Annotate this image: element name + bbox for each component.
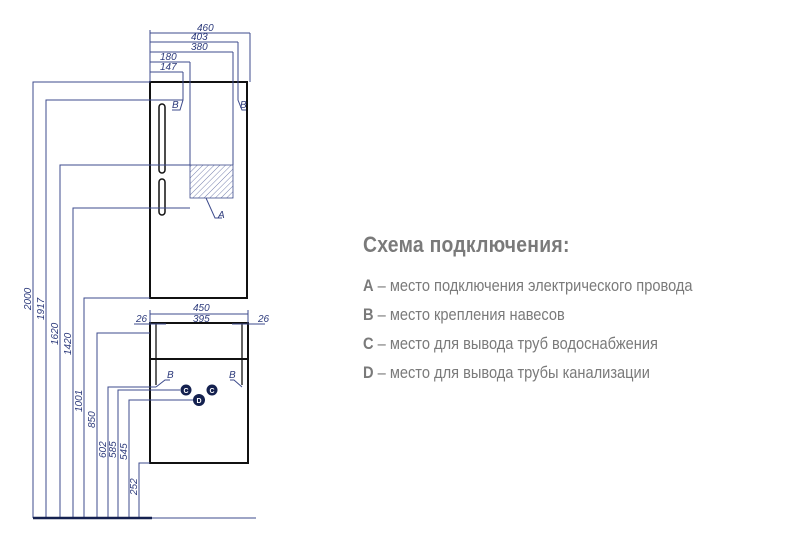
legend-key: A xyxy=(363,276,374,295)
marker-b-label: B xyxy=(229,370,236,381)
legend-text: – место подключения электрического прово… xyxy=(373,276,693,295)
legend-key: C xyxy=(363,334,374,353)
marker-b-label: B xyxy=(240,100,247,111)
dim-1001: 1001 xyxy=(74,390,85,412)
marker-c-label: C xyxy=(183,388,188,395)
dim-602: 602 xyxy=(98,441,109,458)
dim-395: 395 xyxy=(193,314,210,325)
handle-slot xyxy=(158,178,166,216)
electrical-zone-a xyxy=(189,164,234,199)
dim-147: 147 xyxy=(160,62,177,73)
legend-item-d: D – место для вывода трубы канализации xyxy=(363,363,693,392)
dim-252: 252 xyxy=(129,478,140,496)
water-outlet-c xyxy=(180,384,192,396)
lower-cabinet xyxy=(149,322,249,464)
handle-slot xyxy=(158,103,166,174)
legend-text: – место крепления навесов xyxy=(373,305,565,324)
legend-item-a: A – место подключения электрического про… xyxy=(363,276,693,305)
dim-403: 403 xyxy=(191,32,208,43)
water-outlet-c xyxy=(206,384,218,396)
upper-width-dimensions: 460 403 380 180 147 xyxy=(149,23,251,165)
dim-26-left: 26 xyxy=(135,314,148,325)
dim-1917: 1917 xyxy=(36,297,47,320)
dim-2000: 2000 xyxy=(23,287,34,311)
dim-1420: 1420 xyxy=(63,332,74,355)
marker-c-label: C xyxy=(209,388,214,395)
legend-text: – место для вывода труб водоснабжения xyxy=(373,334,658,353)
dim-26-right: 26 xyxy=(257,314,270,325)
marker-a-label: A xyxy=(217,210,225,221)
legend-key: B xyxy=(363,305,374,324)
marker-d-label: D xyxy=(196,398,201,405)
dim-180: 180 xyxy=(160,52,177,63)
height-dimensions: 2000 1917 1620 1420 1001 850 602 585 545… xyxy=(23,81,256,520)
legend-title: Схема подключения: xyxy=(363,232,570,257)
connection-legend: Схема подключения: A – место подключения… xyxy=(363,232,746,392)
dim-850: 850 xyxy=(87,411,98,428)
leader-a xyxy=(205,197,222,219)
dim-450: 450 xyxy=(193,303,210,314)
dim-1620: 1620 xyxy=(50,322,61,345)
legend-item-b: B – место крепления навесов xyxy=(363,305,693,334)
drain-outlet-d xyxy=(193,394,205,406)
marker-b-label: B xyxy=(172,100,179,111)
legend-text: – место для вывода трубы канализации xyxy=(373,363,650,382)
pipe-markers: C C D xyxy=(180,384,218,406)
dim-585: 585 xyxy=(108,441,119,458)
upper-cabinet xyxy=(149,81,248,299)
dim-545: 545 xyxy=(119,443,130,460)
dim-380: 380 xyxy=(191,42,208,53)
dim-460: 460 xyxy=(197,23,214,34)
legend-key: D xyxy=(363,363,374,382)
lower-width-dimensions: 450 395 26 26 xyxy=(134,303,270,325)
legend-item-c: C – место для вывода труб водоснабжения xyxy=(363,334,693,363)
marker-b-label: B xyxy=(167,370,174,381)
